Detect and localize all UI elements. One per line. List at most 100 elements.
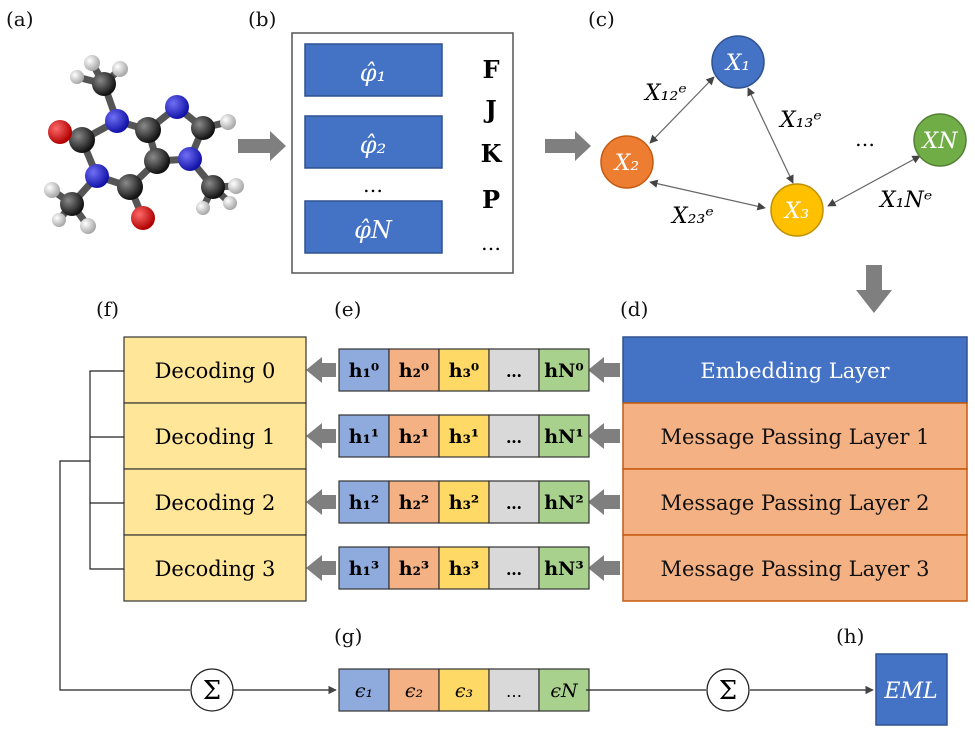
- hidden-cell-2-1: [388, 480, 440, 524]
- energy-cell-label-4: ϵN: [550, 680, 579, 702]
- node-x3: [770, 183, 824, 237]
- energy-cell-label-2: ϵ₃: [455, 680, 473, 702]
- hidden-cell-3-3: [488, 546, 540, 590]
- decoding-box-0: [123, 336, 307, 404]
- hidden-cell-label-3-3: …: [506, 560, 522, 579]
- hidden-cell-label-2-1: h₂²: [399, 492, 429, 514]
- hidden-cell-label-2-4: hN²: [544, 492, 584, 514]
- orbital-ellipsis: …: [363, 173, 383, 197]
- layer-label-3: Message Passing Layer 3: [660, 557, 929, 581]
- matrix-p: P: [482, 185, 500, 214]
- hidden-cell-label-3-1: h₂³: [399, 558, 429, 580]
- arrow-hidden-to-decoding-0: [306, 357, 336, 383]
- sum-flow: Σ Σ: [190, 668, 874, 712]
- hidden-cell-label-0-2: h₃⁰: [449, 360, 479, 382]
- layer-label-2: Message Passing Layer 2: [660, 491, 929, 515]
- hidden-cell-label-0-0: h₁⁰: [349, 360, 379, 382]
- hidden-cell-label-0-3: …: [506, 362, 522, 381]
- hidden-cell-1-1: [388, 414, 440, 458]
- hidden-cell-2-0: [338, 480, 390, 524]
- edge-x23-label: X₂₃ᵉ: [670, 204, 714, 229]
- hidden-cell-3-4: [538, 546, 590, 590]
- hidden-cell-0-2: [438, 348, 490, 392]
- sum-symbol-1: Σ: [203, 676, 221, 706]
- hidden-cell-label-2-3: …: [506, 494, 522, 513]
- arrow-b-to-c: [545, 131, 591, 161]
- arrow-layer-to-hidden-2: [588, 489, 620, 515]
- hidden-cell-label-0-1: h₂⁰: [399, 360, 429, 382]
- arrow-hidden-to-decoding-1: [306, 423, 336, 449]
- panel-h-output: EML: [875, 653, 948, 726]
- decoding-label-2: Decoding 2: [155, 491, 276, 515]
- hidden-cell-label-3-2: h₃³: [449, 558, 479, 580]
- panel-label-c: (c): [588, 7, 615, 31]
- caffeine-molecule-image: [44, 55, 244, 234]
- hidden-cell-label-2-2: h₃²: [449, 492, 479, 514]
- layer-box-0: [622, 336, 968, 404]
- decoding-label-0: Decoding 0: [155, 359, 276, 383]
- arrow-hidden-to-decoding-3: [306, 555, 336, 581]
- node-x2-label: X₂: [613, 151, 639, 176]
- hidden-cell-label-1-2: h₃¹: [449, 426, 479, 448]
- edge-x12-label: X₁₂ᵉ: [643, 81, 687, 106]
- hidden-cell-0-3: [488, 348, 540, 392]
- hidden-cell-2-2: [438, 480, 490, 524]
- decoding-box-1: [123, 402, 307, 470]
- hidden-cell-0-1: [388, 348, 440, 392]
- node-x2: [600, 135, 654, 189]
- hidden-cell-label-1-0: h₁¹: [349, 426, 379, 448]
- panel-label-a: (a): [6, 7, 34, 31]
- energy-cell-label-3: …: [506, 682, 522, 701]
- panel-label-f: (f): [96, 297, 119, 321]
- panel-c-graph: X₁ X₂ X₃ XN X₁₂ᵉ X₁₃ᵉ X₂₃ᵉ X₁Nᵉ …: [600, 35, 967, 237]
- hidden-cell-1-0: [338, 414, 390, 458]
- hidden-cell-3-0: [338, 546, 390, 590]
- hidden-cell-label-3-0: h₁³: [349, 558, 379, 580]
- decoding-label-3: Decoding 3: [155, 557, 276, 581]
- matrix-j: J: [483, 95, 496, 124]
- edge-x13-label: X₁₃ᵉ: [778, 108, 822, 133]
- output-energy-label: EML: [883, 679, 937, 704]
- layer-box-1: [622, 402, 968, 470]
- hidden-cell-3-2: [438, 546, 490, 590]
- panel-label-e: (e): [334, 297, 361, 321]
- energy-cell-1: [388, 668, 440, 712]
- decoding-label-1: Decoding 1: [155, 425, 276, 449]
- hidden-cell-label-1-1: h₂¹: [399, 426, 429, 448]
- hidden-cell-label-3-4: hN³: [544, 558, 584, 580]
- energy-cell-3: [488, 668, 540, 712]
- arrow-layer-to-hidden-0: [588, 357, 620, 383]
- energy-cell-0: [338, 668, 390, 712]
- energy-cell-label-0: ϵ₁: [355, 680, 373, 702]
- node-xn-label: XN: [921, 129, 959, 154]
- panel-label-d: (d): [620, 297, 648, 321]
- hidden-cell-3-1: [388, 546, 440, 590]
- graph-ellipsis: …: [855, 127, 875, 151]
- orbital-n-label: φ̂N: [354, 216, 393, 244]
- decoding-merge-lines: [59, 370, 190, 691]
- hidden-cell-0-0: [338, 348, 390, 392]
- edge-x1n-label: X₁Nᵉ: [878, 188, 932, 213]
- arrow-layer-to-hidden-1: [588, 423, 620, 449]
- matrix-ellipsis: …: [481, 231, 501, 255]
- arrow-c-to-d: [856, 265, 892, 313]
- arrow-a-to-b: [238, 131, 286, 161]
- sum-circle-2: [706, 668, 750, 712]
- panel-f-decodings: Decoding 0 Decoding 1 Decoding 2 Decoding 3: [123, 336, 307, 602]
- hidden-cell-label-0-4: hN⁰: [544, 360, 584, 382]
- node-xn: [913, 113, 967, 167]
- node-x3-label: X₃: [783, 199, 809, 224]
- node-x1-label: X₁: [724, 51, 750, 76]
- energy-cell-2: [438, 668, 490, 712]
- sum-circle-1: [190, 668, 234, 712]
- hidden-cell-1-3: [488, 414, 540, 458]
- layer-label-0: Embedding Layer: [700, 359, 890, 383]
- orbital-1-label: φ̂₁: [360, 59, 386, 87]
- matrix-k: K: [481, 139, 503, 168]
- hidden-cell-1-4: [538, 414, 590, 458]
